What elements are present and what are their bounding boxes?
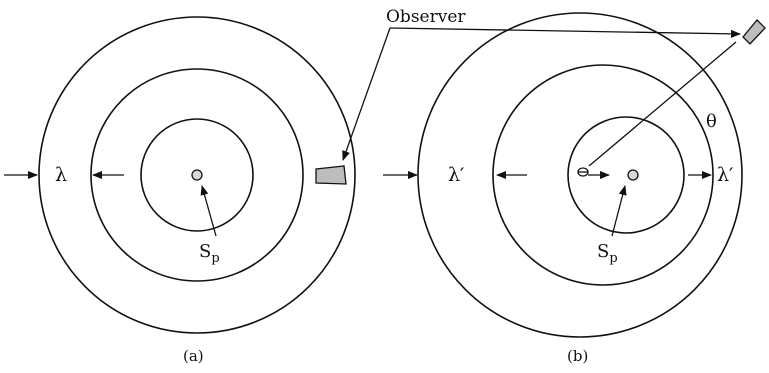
source-label-b: Sp <box>597 241 618 266</box>
wavefront-middle-b <box>492 64 714 286</box>
observer-icon-a <box>315 165 347 185</box>
wavefront-inner-a <box>140 118 254 232</box>
source-dot-b <box>627 169 639 181</box>
wavefront-inner-b <box>567 116 685 234</box>
wavefront-middle-a <box>90 68 304 282</box>
wavelength-label-left-b: λ′ <box>448 164 464 186</box>
observer-icon-b <box>742 19 766 45</box>
wavefront-outer-b <box>417 12 743 338</box>
wavefront-outer-a <box>38 16 356 334</box>
svg-text:Sp: Sp <box>199 241 220 266</box>
wavelength-label-right-b: λ′ <box>717 164 733 186</box>
observer-label: Observer <box>386 7 466 27</box>
panel-label-a: (a) <box>183 347 204 365</box>
panel-label-b: (b) <box>567 347 588 365</box>
observer-callout: Observer <box>342 7 741 161</box>
source-dot-a <box>191 169 203 181</box>
observer-pointer-b <box>389 27 741 38</box>
angle-label-b: θ <box>706 111 717 132</box>
panel-b: Sp λ′ λ′ θ (b) <box>383 12 766 365</box>
source-label-a: Sp <box>199 241 220 266</box>
source-pointer-b <box>611 185 627 237</box>
observer-pointer-a <box>342 27 391 161</box>
svg-text:Sp: Sp <box>597 241 618 266</box>
panel-a: Sp λ (a) <box>4 16 356 365</box>
line-of-sight-b <box>588 41 737 167</box>
source-pointer-a <box>200 185 217 237</box>
wavelength-label-a: λ <box>55 164 67 186</box>
